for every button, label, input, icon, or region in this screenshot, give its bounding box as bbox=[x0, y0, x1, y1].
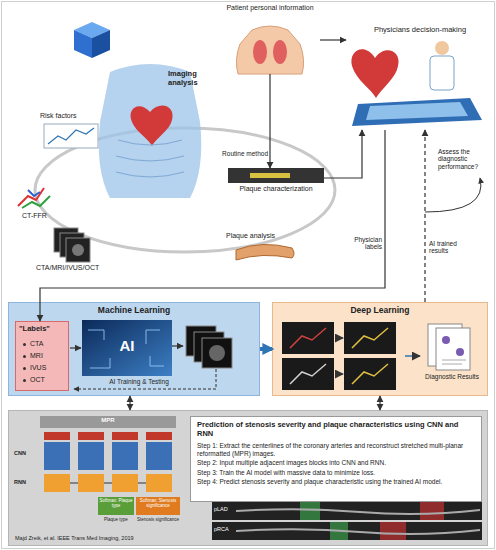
question-note: Assess the diagnostic performance? bbox=[438, 148, 494, 170]
ring-label: Risk factors bbox=[40, 112, 96, 120]
steps-box: Prediction of stenosis severity and plaq… bbox=[190, 416, 482, 502]
node-text: Deep Learning bbox=[273, 306, 487, 316]
softmax-label: Softmax: Plaque type bbox=[98, 498, 134, 508]
result-documents bbox=[428, 324, 470, 370]
edge-label: AI trained results bbox=[429, 240, 469, 255]
labels-box: "Labels" CTA MRI IVUS OCT bbox=[15, 321, 69, 391]
node-text: Majd Zreik, et al. IEEE Trans Med Imagin… bbox=[15, 535, 187, 541]
flow-connector bbox=[379, 396, 380, 410]
output-label: Stenosis significance bbox=[136, 517, 180, 522]
patient-figure-node: Patient personal information bbox=[220, 4, 320, 74]
node-body-text: OCT bbox=[30, 376, 66, 384]
bullet-dot bbox=[23, 343, 26, 346]
node-body-text: Step 4: Predict stenosis severity and pl… bbox=[197, 478, 475, 485]
mpr-strips bbox=[212, 502, 482, 540]
node-text: Diagnostic Results bbox=[423, 373, 481, 380]
bullet-dot bbox=[23, 379, 26, 382]
flow-connector bbox=[260, 347, 272, 351]
flow-connector bbox=[40, 130, 385, 321]
node-text: Machine Learning bbox=[9, 306, 259, 316]
node-body-text: Step 3: Train the AI model with massive … bbox=[197, 469, 475, 476]
flow-connector bbox=[129, 396, 130, 410]
figure-label: MPR bbox=[93, 417, 123, 424]
physician-node: Physicians decision-making bbox=[346, 26, 490, 130]
node-text: Patient personal information bbox=[220, 4, 320, 12]
plaque-tube-icon bbox=[236, 244, 294, 260]
imaging-node: Imaging analysis bbox=[60, 22, 228, 198]
network-figure bbox=[40, 416, 180, 515]
node-body-text: Step 2: Input multiple adjacent images b… bbox=[197, 459, 475, 466]
ai-image bbox=[82, 320, 172, 376]
ring-label: CTA/MRI/IVUS/OCT bbox=[36, 264, 126, 272]
edge-label: Physician labels bbox=[342, 236, 382, 251]
node-body-text: Step 1: Extract the centerlines of the c… bbox=[197, 442, 475, 457]
risk-chart-icon bbox=[44, 124, 98, 148]
softmax-label: Softmax: Stenosis significance bbox=[136, 498, 180, 508]
flow-connector bbox=[424, 130, 425, 302]
node-body-text: IVUS bbox=[30, 364, 66, 372]
node-body-text: MRI bbox=[30, 352, 66, 360]
image-stack-icon bbox=[54, 228, 90, 262]
cube-icon bbox=[74, 22, 110, 58]
process-note: AI Training & Testing bbox=[96, 378, 182, 385]
layer-label: CNN bbox=[14, 450, 40, 456]
edge-label: Routine method bbox=[220, 150, 268, 157]
layer-label: RNN bbox=[14, 479, 40, 485]
node-body-text: CTA bbox=[30, 340, 66, 348]
ml-arrow bbox=[70, 347, 81, 348]
image-label: AI bbox=[112, 337, 142, 354]
ct-ffr-icon bbox=[18, 188, 50, 208]
ring-label: CT-FFR bbox=[22, 212, 62, 220]
training-loop bbox=[74, 369, 216, 389]
output-label: Plaque type bbox=[98, 517, 134, 522]
node-text: Plaque characterization bbox=[228, 185, 324, 193]
flow-connector bbox=[269, 74, 270, 168]
patient-figure bbox=[236, 26, 303, 74]
mri-stack bbox=[186, 326, 232, 368]
node-text: "Labels" bbox=[19, 325, 67, 334]
physician-illustration bbox=[351, 41, 482, 126]
plaque-strip bbox=[228, 168, 324, 183]
node-text: Physicians decision-making bbox=[350, 26, 490, 35]
bullet-dot bbox=[23, 355, 26, 358]
vessel-label: pLAD bbox=[214, 506, 236, 512]
bullet-dot bbox=[23, 367, 26, 370]
assess-arrow bbox=[425, 178, 481, 212]
node-text: Imaging analysis bbox=[168, 70, 228, 87]
plaque-strip-node: Plaque characterization bbox=[228, 168, 324, 204]
node-text: Prediction of stenosis severity and plaq… bbox=[197, 421, 475, 438]
flow-connector bbox=[324, 130, 362, 178]
flow-connector bbox=[320, 39, 346, 40]
ring-label: Plaque analysis bbox=[226, 232, 296, 240]
ml-arrow bbox=[172, 345, 183, 346]
vessel-label: pRCA bbox=[214, 526, 236, 532]
coronary-tiles bbox=[282, 322, 420, 390]
